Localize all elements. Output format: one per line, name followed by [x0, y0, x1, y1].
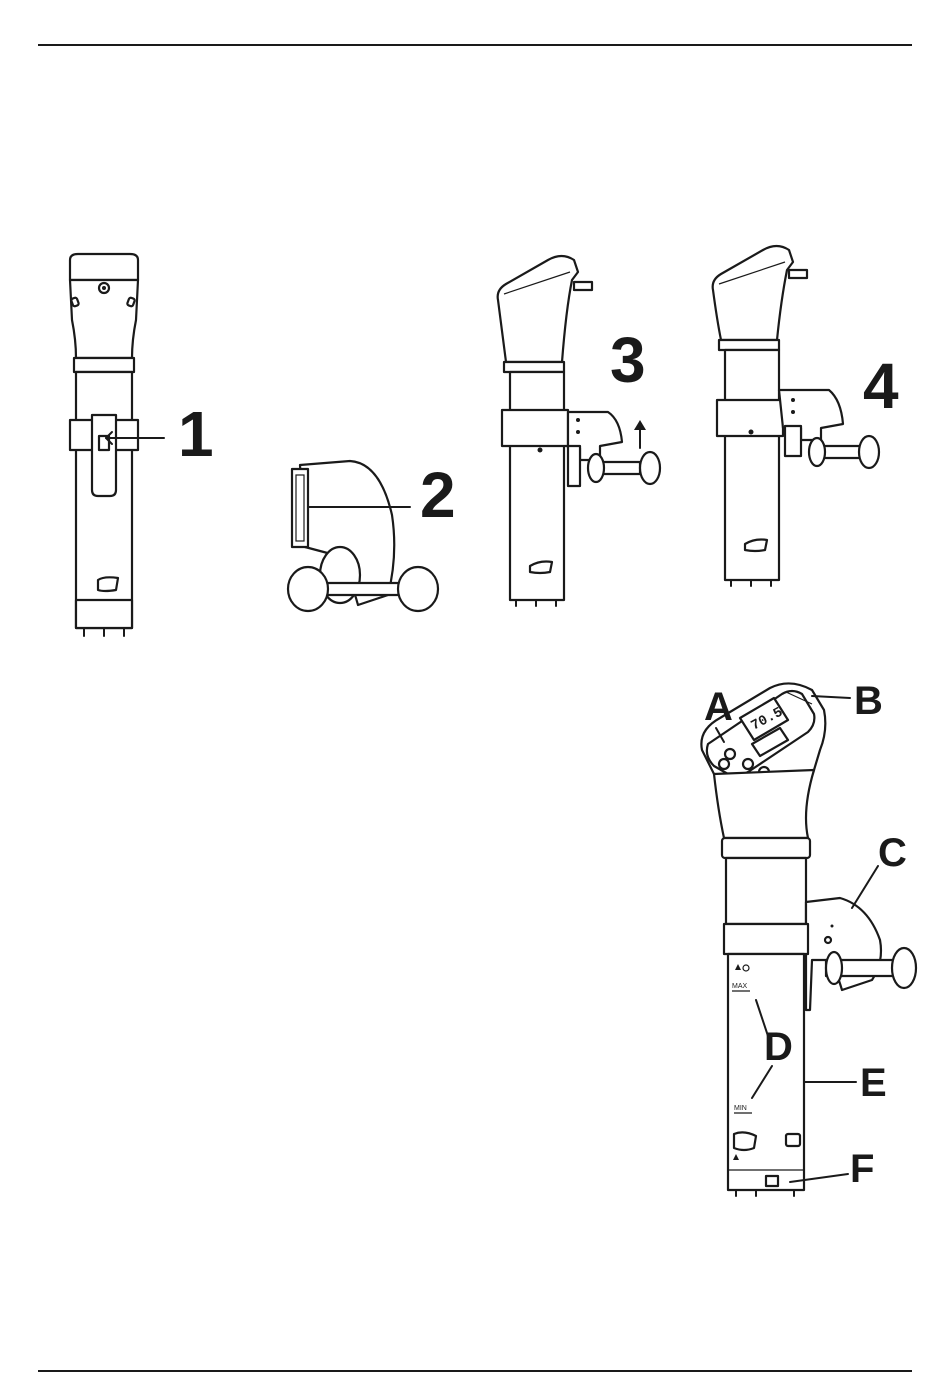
top-rule	[38, 44, 912, 46]
clamp	[806, 898, 881, 1010]
clamp-knob-right	[398, 567, 438, 611]
pump-housing	[766, 1176, 778, 1186]
button-up	[725, 749, 735, 759]
device-head	[498, 256, 578, 362]
parts-diagram: 70.5 MAX MIN A B C D E F	[690, 670, 920, 1210]
collar	[722, 838, 810, 858]
device-cap	[70, 254, 138, 280]
clamp-knob	[892, 948, 916, 988]
clamp-knob-left	[288, 567, 328, 611]
device-head	[713, 246, 793, 340]
max-mark: MAX	[732, 983, 748, 990]
step-1-illustration: 1	[60, 250, 230, 640]
button-set	[743, 759, 753, 769]
step-3-illustration: 3	[490, 250, 670, 610]
step-1-number: 1	[178, 398, 214, 470]
part-label-F: F	[850, 1147, 874, 1191]
device-collar	[74, 358, 134, 372]
min-mark: MIN	[734, 1105, 747, 1112]
step-2-number: 2	[420, 459, 456, 531]
step-4-number: 4	[863, 350, 899, 422]
part-label-C: C	[878, 831, 907, 875]
clip	[92, 415, 116, 496]
part-label-E: E	[860, 1061, 887, 1105]
leader-C	[852, 866, 878, 908]
step-4-illustration: 4	[705, 240, 915, 590]
device-collar	[719, 340, 779, 350]
step-2-illustration: 2	[280, 455, 460, 625]
device-collar	[504, 362, 564, 372]
part-label-D: D	[764, 1025, 793, 1069]
bottom-rule	[38, 1370, 912, 1372]
part-label-B: B	[854, 679, 883, 723]
button-down	[719, 759, 729, 769]
part-label-A: A	[704, 685, 733, 729]
step-3-number: 3	[610, 324, 646, 396]
clamp-slot	[292, 469, 308, 547]
